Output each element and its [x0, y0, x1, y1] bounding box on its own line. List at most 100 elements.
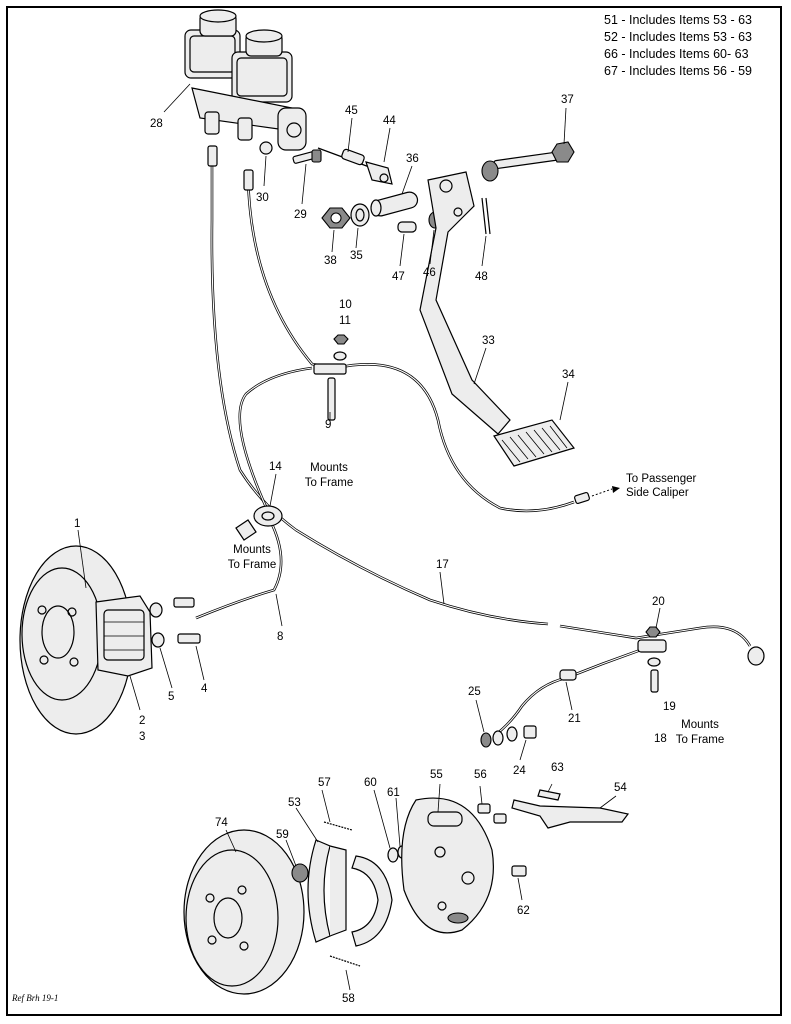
- label-24: 24: [513, 765, 526, 777]
- label-18: 18: [654, 733, 667, 745]
- label-60: 60: [364, 777, 377, 789]
- washer-5: [151, 632, 165, 648]
- part-labels: 28 30 29 45 44 36 37 38 35 47 46 48 10 1…: [74, 94, 676, 1005]
- pin-47: [397, 221, 417, 233]
- lever-54: [511, 799, 630, 829]
- bolt-29: [292, 149, 322, 164]
- washers-25-24: [480, 725, 537, 748]
- shoe-second: [351, 855, 393, 947]
- bolt-56: [477, 803, 491, 814]
- rotor-1: [19, 545, 133, 735]
- label-36: 36: [406, 153, 419, 165]
- label-57: 57: [318, 777, 331, 789]
- label-10: 10: [339, 299, 352, 311]
- parts-notes: 51 - Includes Items 53 - 63 52 - Include…: [604, 12, 752, 80]
- label-47: 47: [392, 271, 405, 283]
- caliper-2: [95, 595, 153, 677]
- note-line: 67 - Includes Items 56 - 59: [604, 64, 752, 78]
- label-2: 2: [139, 715, 145, 727]
- label-37: 37: [561, 94, 574, 106]
- label-34: 34: [562, 369, 575, 381]
- to-frame-text: To Frame: [228, 559, 277, 571]
- mounts-text: Mounts: [310, 462, 348, 474]
- label-9: 9: [325, 419, 331, 431]
- cotter-pin-48: [481, 197, 491, 235]
- label-11: 11: [339, 315, 351, 327]
- label-48: 48: [475, 271, 488, 283]
- hose-21: [493, 669, 577, 738]
- to-frame-text: To Frame: [676, 734, 725, 746]
- tee-fitting: [637, 626, 667, 693]
- label-61: 61: [387, 787, 400, 799]
- label-29: 29: [294, 209, 307, 221]
- label-53: 53: [288, 797, 301, 809]
- to-frame-text: To Frame: [305, 477, 354, 489]
- label-45: 45: [345, 105, 358, 117]
- strut-63: [537, 789, 561, 801]
- label-8: 8: [277, 631, 283, 643]
- part-60: [387, 847, 399, 863]
- line-fittings: [207, 145, 765, 666]
- bolt-56b: [493, 813, 507, 824]
- clamp-14: [235, 505, 283, 541]
- label-28: 28: [150, 118, 163, 130]
- side-caliper-text: Side Caliper: [626, 487, 689, 499]
- mounts-text: Mounts: [681, 719, 719, 731]
- label-44: 44: [383, 115, 396, 127]
- label-19: 19: [663, 701, 676, 713]
- spring-57: [323, 821, 353, 831]
- label-38: 38: [324, 255, 337, 267]
- label-4: 4: [201, 683, 208, 695]
- bracket-assembly: [313, 334, 349, 421]
- label-74: 74: [215, 817, 228, 829]
- pushrod-45: [317, 147, 373, 169]
- note-line: 52 - Includes Items 53 - 63: [604, 30, 752, 44]
- bolt-62: [511, 865, 527, 877]
- label-55: 55: [430, 769, 443, 781]
- label-1: 1: [74, 518, 80, 530]
- spring-58: [329, 955, 361, 967]
- label-25: 25: [468, 686, 481, 698]
- pedal-arm-33: [419, 171, 511, 435]
- label-3: 3: [139, 731, 145, 743]
- note-line: 66 - Includes Items 60- 63: [604, 47, 749, 61]
- label-14: 14: [269, 461, 282, 473]
- note-line: 51 - Includes Items 53 - 63: [604, 13, 752, 27]
- washer-30: [259, 141, 273, 155]
- brake-lines: [195, 150, 752, 680]
- leader-lines: [77, 83, 661, 991]
- washer-5a: [149, 602, 163, 618]
- master-cylinder: [184, 9, 307, 151]
- label-62: 62: [517, 905, 530, 917]
- label-17: 17: [436, 559, 449, 571]
- drawing-border: [6, 6, 782, 1016]
- backing-plate-55: [401, 797, 494, 934]
- label-5: 5: [168, 691, 174, 703]
- label-33: 33: [482, 335, 495, 347]
- bolt-37: [481, 141, 575, 182]
- label-56: 56: [474, 769, 487, 781]
- bolt-4a: [173, 597, 195, 608]
- nut-38: [321, 207, 351, 229]
- mounts-text: Mounts: [233, 544, 271, 556]
- label-54: 54: [614, 782, 627, 794]
- label-58: 58: [342, 993, 355, 1005]
- drum-74: [183, 829, 305, 995]
- annotations: Mounts To Frame Mounts To Frame Mounts T…: [228, 462, 725, 746]
- shoe-53: [307, 839, 347, 943]
- bolt-4: [177, 633, 201, 644]
- label-30: 30: [256, 192, 269, 204]
- sleeve-36: [370, 191, 419, 217]
- label-63: 63: [551, 762, 564, 774]
- label-35: 35: [350, 250, 363, 262]
- clevis-44: [365, 161, 393, 185]
- label-46: 46: [423, 267, 436, 279]
- washer-35: [350, 203, 370, 227]
- spring-cup-59: [291, 863, 309, 883]
- to-passenger-text: To Passenger: [626, 473, 696, 485]
- label-20: 20: [652, 596, 665, 608]
- label-59: 59: [276, 829, 289, 841]
- pedal-pad-34: [493, 419, 576, 467]
- label-21: 21: [568, 713, 581, 725]
